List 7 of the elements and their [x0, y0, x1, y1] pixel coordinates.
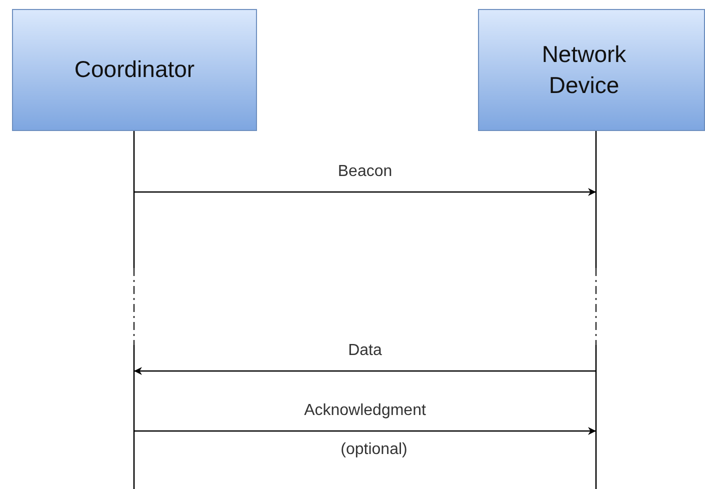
participant-box: Network Device — [478, 9, 705, 131]
message-arrow — [134, 188, 596, 196]
note-text: (optional) — [338, 441, 410, 459]
participant-box: Coordinator — [12, 9, 257, 131]
message-arrow — [134, 427, 596, 435]
message-arrow — [134, 367, 596, 375]
message-label: Acknowledgment — [302, 402, 428, 420]
